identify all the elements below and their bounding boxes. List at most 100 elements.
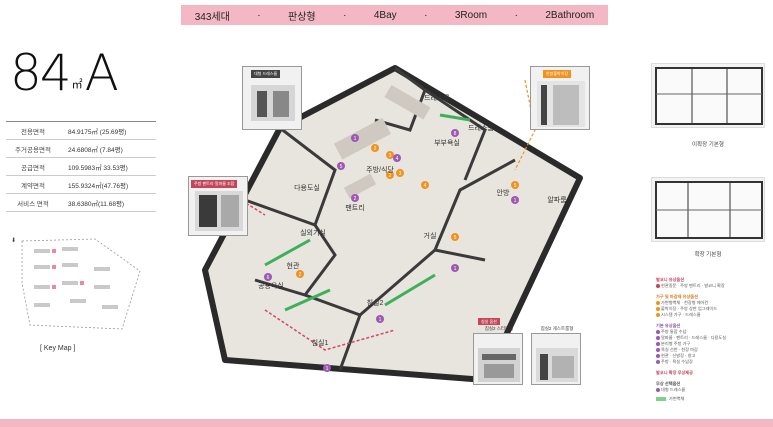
legend-line: 현관중문 · 주방 팬트리 · 발코니 확장 <box>656 283 768 289</box>
banner-sep: · <box>343 9 347 21</box>
area-value: 84.9175㎡ (25.69평) <box>60 121 156 140</box>
floor-plan-thumb <box>651 177 765 242</box>
legend-text: 주방 · 욕실 수납장 <box>661 359 693 364</box>
legend-dot <box>656 329 660 334</box>
option-badge: 1 <box>514 198 517 204</box>
room-common-bath: 공용욕실 <box>258 281 284 290</box>
legend-dot <box>656 359 660 364</box>
key-map: ⬇ <box>11 237 141 330</box>
floor-caption: 확장 기본형 <box>694 252 722 258</box>
room-living: 거실 <box>424 231 437 240</box>
option-badge: 2 <box>389 173 392 179</box>
legend-text: 붙박이장 · 주방 상판 업그레이드 <box>661 306 718 311</box>
inset-photo <box>478 348 520 382</box>
legend-line: 현관 · 신발장 · 창고 <box>656 353 768 359</box>
legend-text: 욕실 선반 · 천장 마감 <box>661 347 698 352</box>
legend-text: 시스템 가구 · 드레스룸 <box>661 312 701 317</box>
legend-title: 가구 및 마감재 유상옵션 <box>656 294 699 299</box>
option-badge: 1 <box>379 317 382 323</box>
legend-dot <box>656 347 660 352</box>
area-value: 24.6808㎡ (7.84평) <box>60 139 156 158</box>
legend-text: 분리형 주방 가구 <box>661 341 691 346</box>
legend-line: 욕실 선반 · 천장 마감 <box>656 347 768 353</box>
legend-line: 분리형 주방 가구 <box>656 341 768 347</box>
legend-line: 주방 · 욕실 수납장 <box>656 359 768 365</box>
legend-line: 가변벽체 <box>656 396 768 402</box>
room-family: 팬트리 <box>345 203 364 212</box>
area-label: 주거공용면적 <box>6 139 60 158</box>
option-badge: 4 <box>396 156 399 162</box>
inset-wardrobe: 안방붙박이장 <box>530 66 590 130</box>
legend-line: 주방 통합 수납 <box>656 329 768 335</box>
banner-bay: 4Bay <box>373 9 397 21</box>
legend-text: 가변벽체 <box>669 396 685 401</box>
floor-plan-thumb-drawing <box>655 67 763 125</box>
option-badge: 1 <box>454 266 457 272</box>
key-map-label: [ Key Map ] <box>40 345 76 352</box>
legend-dot <box>656 312 660 317</box>
top-banner: 343세대 · 판상형 · 4Bay · 3Room · 2Bathroom <box>181 5 608 25</box>
room-alpha: 드레스룸 <box>468 123 494 132</box>
floor-plan-thumb <box>651 63 765 128</box>
legend-dot <box>656 306 660 311</box>
option-badge: 2 <box>299 272 302 278</box>
unit-type: A <box>84 44 119 102</box>
room-2: 침실2 <box>367 298 384 307</box>
floor-plan-thumb-drawing <box>655 181 763 239</box>
banner-sep: · <box>514 9 518 21</box>
option-badge: 5 <box>454 235 457 241</box>
option-badge: 3 <box>399 171 402 177</box>
area-value: 109.5983㎡ 33.53평) <box>60 157 156 176</box>
legend-green-chip <box>656 396 666 401</box>
inset-dressroom: 대형 드레스룸 <box>242 66 302 130</box>
options-legend: 발코니 유상옵션 현관중문 · 주방 팬트리 · 발코니 확장 가구 및 마감재… <box>656 277 768 402</box>
inset-caption: 대형 드레스룸 <box>251 70 281 78</box>
banner-rooms: 3Room <box>454 9 488 21</box>
inset-badge: 침실 옵션 <box>478 318 500 325</box>
room-dress: 드레스룸 <box>424 93 450 102</box>
unit-number: 84 <box>10 44 72 102</box>
banner-households: 343세대 <box>194 11 230 23</box>
legend-text: 가변형벽체 · 천장형 에어컨 <box>661 300 709 305</box>
room-laundry: 다용도실 <box>294 183 320 192</box>
inset-pantry: 주방 팬트리·알파룸 조합 <box>188 176 248 236</box>
area-label: 서비스 면적 <box>6 193 60 212</box>
room-1: 침실1 <box>312 338 329 347</box>
banner-structure: 판상형 <box>288 11 316 23</box>
legend-line: 알파룸 · 팬트리 · 드레스룸 · 다용도실 <box>656 335 768 341</box>
option-badge: 2 <box>374 146 377 152</box>
legend-text: 주방 통합 수납 <box>661 329 687 334</box>
room-master: 안방 <box>497 188 510 197</box>
option-badge: 8 <box>454 131 457 137</box>
area-value: 155.9324㎡(47.76평) <box>60 175 156 194</box>
option-badge: 4 <box>424 183 427 189</box>
unit-title: 84 ㎡ A <box>10 48 119 98</box>
area-label: 전용면적 <box>6 121 60 140</box>
inset-room2-guest <box>531 333 581 385</box>
banner-sep: · <box>424 9 428 21</box>
banner-sep: · <box>257 9 261 21</box>
area-label: 공급면적 <box>6 157 60 176</box>
inset-photo <box>537 81 585 127</box>
legend-line: 대형 드레스룸 <box>656 387 768 393</box>
room-bath: 부부욕실 <box>434 138 460 147</box>
floor-plan: 1 2 3 4 5 2 3 4 8 2 5 1 5 1 2 6 1 1 드레스룸… <box>202 65 583 383</box>
inset-caption: 주방 팬트리·알파룸 조합 <box>191 180 238 188</box>
legend-title: 무상 선택옵션 <box>656 381 681 386</box>
area-value: 38.6380㎡(11.68평) <box>60 193 156 212</box>
option-badge: 6 <box>267 275 270 281</box>
legend-dot <box>656 387 660 392</box>
legend-title: 기본 유상옵션 <box>656 323 681 328</box>
north-icon: ⬇ <box>11 237 16 244</box>
option-badge: 3 <box>389 153 392 159</box>
inset-photo <box>251 85 295 121</box>
floor-caption: 이확장 기본형 <box>692 142 724 148</box>
room-entrance: 현관 <box>287 261 300 270</box>
legend-dot <box>656 335 660 340</box>
inset-caption: 침실2 스터디형 <box>484 326 514 331</box>
